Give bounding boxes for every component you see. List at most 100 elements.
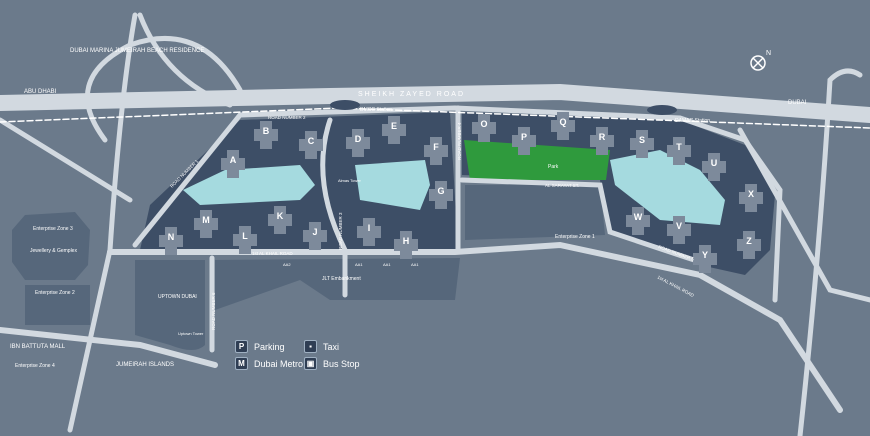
tower-block bbox=[745, 184, 757, 212]
road-number-2[interactable] bbox=[132, 105, 783, 303]
tower-block bbox=[239, 226, 251, 254]
cluster-n[interactable]: N bbox=[159, 227, 183, 255]
cluster-y[interactable]: Y bbox=[693, 245, 717, 273]
cluster-h[interactable]: H bbox=[394, 231, 418, 259]
cluster-g[interactable]: G bbox=[429, 181, 453, 209]
tower-block bbox=[274, 206, 286, 234]
uptown-tower-label: Uptown Tower bbox=[178, 331, 204, 336]
legend-label: Dubai Metro bbox=[254, 358, 304, 369]
tower-block bbox=[388, 116, 400, 144]
cluster-i[interactable]: I bbox=[357, 218, 381, 246]
cluster-label: X bbox=[748, 189, 754, 199]
cluster-z[interactable]: Z bbox=[737, 231, 761, 259]
tower-block bbox=[673, 216, 685, 244]
tower-block bbox=[400, 231, 412, 259]
ibn-battuta-label: IBN BATTUTA MALL bbox=[10, 344, 66, 350]
jumeirah-islands-road[interactable] bbox=[0, 327, 218, 368]
enterprise-zone-2-label: Enterprise Zone 2 bbox=[35, 290, 75, 296]
metro-icon: M bbox=[235, 357, 248, 370]
road-number-3[interactable] bbox=[320, 117, 348, 298]
tower-block bbox=[699, 245, 711, 273]
gemplex-label: Jewellery & Gemplex bbox=[30, 248, 77, 254]
sheikh-zayed-road[interactable] bbox=[0, 83, 870, 123]
road-number-6-label: ROAD NUMBER 6 bbox=[211, 292, 216, 330]
cluster-j[interactable]: J bbox=[303, 222, 327, 250]
park-label: Park bbox=[548, 164, 559, 170]
cluster-w[interactable]: W bbox=[626, 207, 650, 235]
tower-block bbox=[557, 112, 569, 140]
cluster-q[interactable]: Q bbox=[551, 112, 575, 140]
khail-road-label-west: 1st AL KHAIL ROAD bbox=[252, 251, 293, 256]
uptown-area bbox=[135, 260, 205, 350]
tower-block bbox=[632, 207, 644, 235]
interchange-east[interactable] bbox=[737, 68, 870, 436]
enterprise-zone-3-area bbox=[12, 212, 90, 280]
al-sarayat-st[interactable] bbox=[459, 177, 703, 265]
road-number-3-label: ROAD NUMBER 3 bbox=[338, 212, 343, 250]
jumeirah-islands-label: JUMEIRAH ISLANDS bbox=[116, 362, 174, 368]
cluster-label: H bbox=[403, 236, 410, 246]
cluster-f[interactable]: F bbox=[424, 137, 448, 165]
cluster-r[interactable]: R bbox=[590, 127, 614, 155]
cluster-b[interactable]: B bbox=[254, 121, 278, 149]
tower-block bbox=[478, 114, 490, 142]
cluster-d[interactable]: D bbox=[346, 129, 370, 157]
cluster-label: G bbox=[437, 186, 444, 196]
legend-label: Bus Stop bbox=[323, 358, 360, 369]
cluster-a[interactable]: A bbox=[221, 150, 245, 178]
tower-block bbox=[309, 222, 321, 250]
taxi-icon: ▪ bbox=[304, 340, 317, 353]
plot-label: AA2 bbox=[283, 262, 291, 267]
tower-block bbox=[435, 181, 447, 209]
tower-block bbox=[227, 150, 239, 178]
compass-icon bbox=[750, 55, 766, 71]
enterprise-zone-4-label: Enterprise Zone 4 bbox=[15, 363, 55, 369]
cluster-label: R bbox=[599, 132, 606, 142]
cluster-k[interactable]: K bbox=[268, 206, 292, 234]
legend-label: Parking bbox=[254, 341, 285, 352]
cluster-label: W bbox=[634, 212, 643, 222]
road-number-2-label: ROAD NUMBER 2 bbox=[268, 115, 306, 120]
cluster-s[interactable]: S bbox=[630, 130, 654, 158]
cluster-u[interactable]: U bbox=[702, 153, 726, 181]
tower-block bbox=[165, 227, 177, 255]
damac-station-marker[interactable] bbox=[647, 105, 677, 115]
park[interactable] bbox=[464, 140, 610, 180]
cluster-l[interactable]: L bbox=[233, 226, 257, 254]
cluster-label: I bbox=[368, 223, 371, 233]
cluster-m[interactable]: M bbox=[194, 210, 218, 238]
lake-west bbox=[183, 165, 315, 205]
cluster-e[interactable]: E bbox=[382, 116, 406, 144]
legend-label: Taxi bbox=[323, 341, 340, 352]
cluster-label: B bbox=[263, 126, 270, 136]
abu-dhabi-label: ABU DHABI bbox=[24, 89, 57, 95]
cluster-label: S bbox=[639, 135, 645, 145]
almas-tower-label: Almas Tower bbox=[338, 178, 361, 183]
cluster-c[interactable]: C bbox=[299, 131, 323, 159]
cluster-t[interactable]: T bbox=[667, 137, 691, 165]
khail-road[interactable] bbox=[107, 241, 843, 413]
cluster-x[interactable]: X bbox=[739, 184, 763, 212]
marina-label: DUBAI MARINA JUMEIRAH BEACH RESIDENCE bbox=[70, 48, 204, 54]
cluster-label: Z bbox=[746, 236, 752, 246]
dubai-label: DUBAI bbox=[788, 100, 807, 106]
plot-label: AA1 bbox=[383, 262, 391, 267]
cluster-v[interactable]: V bbox=[667, 216, 691, 244]
tower-block bbox=[596, 127, 608, 155]
legend-taxi: ▪ Taxi bbox=[304, 340, 339, 353]
dmcc-station-marker[interactable] bbox=[330, 100, 360, 110]
al-sarayat-label: AL SARAYAT ST. bbox=[545, 183, 579, 188]
cluster-label: L bbox=[242, 231, 248, 241]
plot-label: AA1 bbox=[411, 262, 419, 267]
cluster-label: J bbox=[312, 227, 317, 237]
parking-icon: P bbox=[235, 340, 248, 353]
lake-east bbox=[610, 150, 725, 225]
interchange-west[interactable] bbox=[0, 12, 243, 433]
cluster-p[interactable]: P bbox=[512, 127, 536, 155]
khail-road-label-east: 1st AL KHAIL ROAD bbox=[657, 274, 696, 298]
cluster-label: Y bbox=[702, 250, 708, 260]
marina-text: DUBAI MARINA JUMEIRAH BEACH RESIDENCE bbox=[70, 48, 204, 54]
cluster-o[interactable]: O bbox=[472, 114, 496, 142]
